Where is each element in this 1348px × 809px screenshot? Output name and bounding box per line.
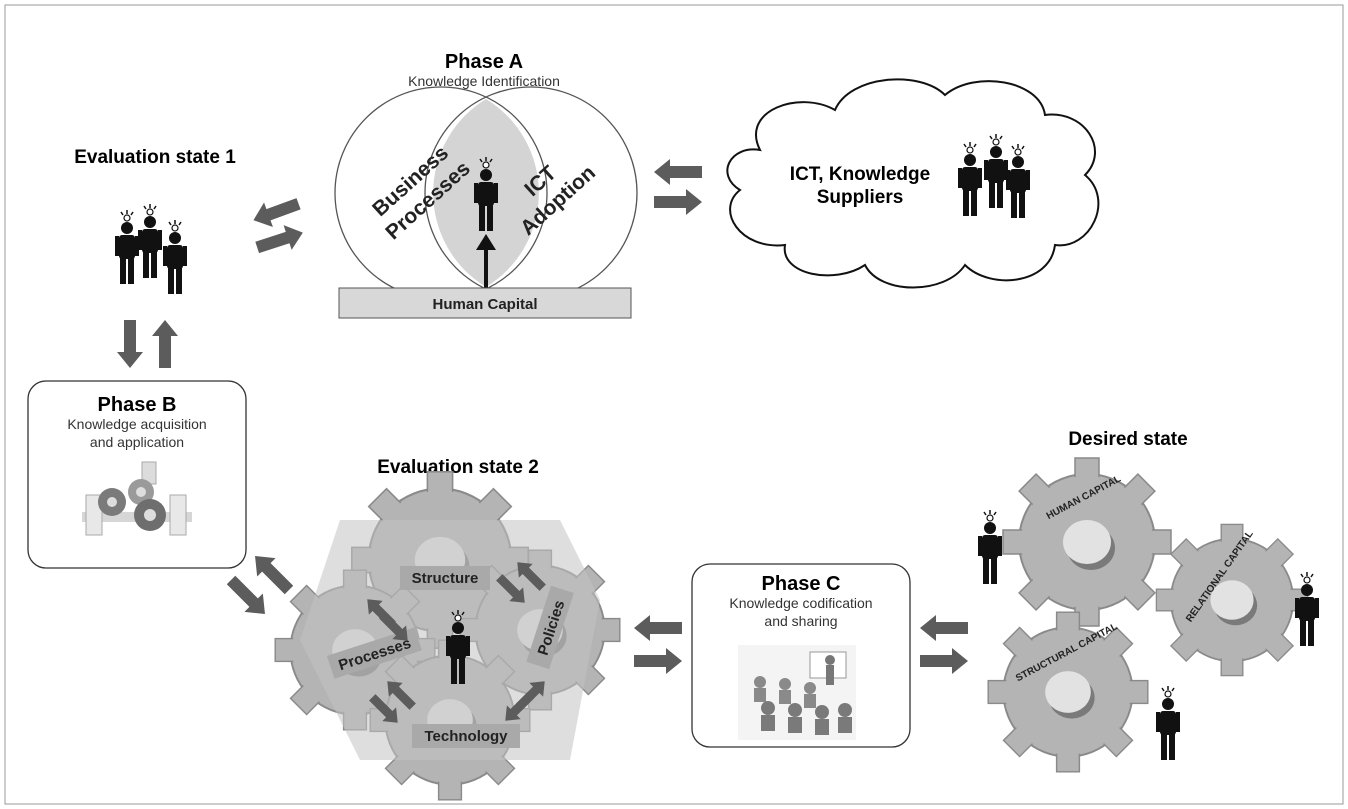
gear-label-technology: Technology xyxy=(424,728,508,745)
suppliers-cloud-group: ICT, Knowledge Suppliers xyxy=(726,78,1100,289)
right-arrow xyxy=(654,189,702,215)
phase-a-title: Phase A xyxy=(445,51,523,73)
training-session-image xyxy=(738,645,856,740)
up-left-arrow xyxy=(245,546,299,600)
phase-a-group: Phase A Knowledge Identification Busines… xyxy=(334,51,638,319)
structure-label-bg xyxy=(400,566,490,590)
phase-a-subtitle: Knowledge Identification xyxy=(408,73,560,89)
structural-capital-gear-icon xyxy=(987,611,1149,773)
phase-c-subtitle-2: and sharing xyxy=(764,613,837,629)
cloud-shape xyxy=(726,78,1100,289)
gears-on-desk-image xyxy=(82,461,192,536)
right-arrow xyxy=(253,220,307,260)
phase-b-subtitle-2: and application xyxy=(90,434,184,450)
phase-c-subtitle-1: Knowledge codification xyxy=(729,595,872,611)
phase-c-title: Phase C xyxy=(762,573,841,595)
left-arrow xyxy=(920,615,968,641)
phase-b-subtitle-1: Knowledge acquisition xyxy=(67,416,206,432)
right-arrow xyxy=(634,648,682,674)
evaluation-state-1-title: Evaluation state 1 xyxy=(74,147,236,168)
suppliers-label-2: Suppliers xyxy=(817,187,904,208)
person-icon xyxy=(162,219,188,295)
person-icon xyxy=(137,203,163,279)
left-arrow xyxy=(634,615,682,641)
human-capital-bar xyxy=(338,287,632,319)
person-icon xyxy=(1294,571,1320,647)
phase-b-title: Phase B xyxy=(98,394,177,416)
down-arrow xyxy=(117,320,143,368)
relational-capital-gear-icon xyxy=(1155,523,1309,677)
desired-state-title: Desired state xyxy=(1068,429,1187,450)
down-right-arrow xyxy=(221,570,275,624)
gear-label-structure: Structure xyxy=(412,570,479,587)
phase-c-group: Phase C Knowledge codification and shari… xyxy=(691,563,911,748)
evaluation-state-2-title: Evaluation state 2 xyxy=(377,457,539,478)
human-capital-label: Human Capital xyxy=(432,296,537,313)
person-icon xyxy=(114,209,140,285)
desired-state-group: Desired state HUMAN CAPITAL RELATIONAL C… xyxy=(977,429,1320,773)
left-arrow xyxy=(654,159,702,185)
technology-label-bg xyxy=(412,724,520,748)
phase-b-group: Phase B Knowledge acquisition and applic… xyxy=(27,380,247,569)
person-icon xyxy=(977,509,1003,585)
evaluation-state-1-group: Evaluation state 1 xyxy=(74,147,236,295)
suppliers-label-1: ICT, Knowledge xyxy=(790,164,930,185)
gear-cluster xyxy=(274,470,621,801)
person-icon xyxy=(1155,685,1181,761)
human-capital-gear-icon xyxy=(1002,457,1172,627)
left-arrow xyxy=(249,191,303,233)
right-arrow xyxy=(920,648,968,674)
evaluation-state-2-group: Evaluation state 2 Structure Processes P… xyxy=(274,457,621,801)
up-arrow xyxy=(152,320,178,368)
outer-border xyxy=(4,4,1344,805)
up-arrow-head xyxy=(476,234,496,250)
